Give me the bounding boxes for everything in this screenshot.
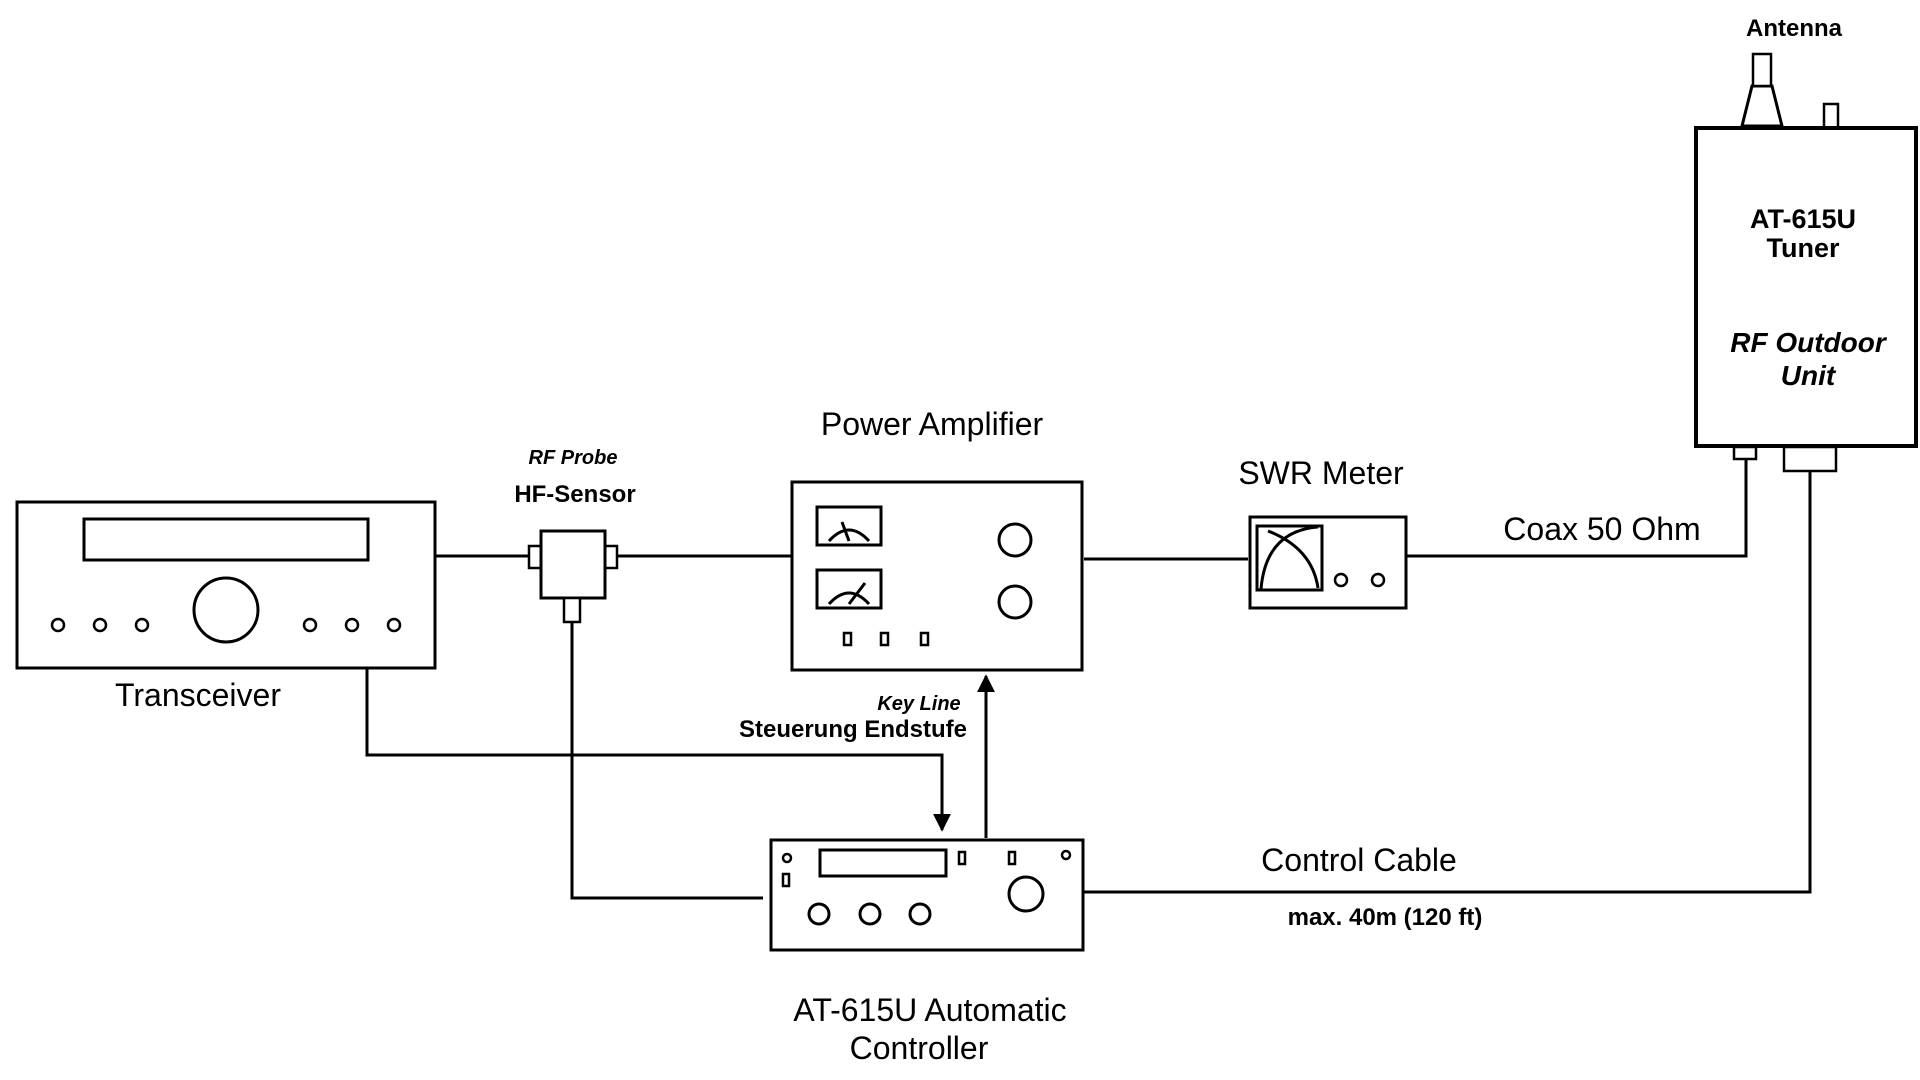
- power-amplifier-label: Power Amplifier: [821, 406, 1044, 442]
- max-length-label: max. 40m (120 ft): [1288, 904, 1483, 931]
- wire-control-cable: [1084, 470, 1812, 894]
- antenna-label: Antenna: [1746, 15, 1843, 42]
- at-615u-tuner: [1694, 52, 1918, 473]
- tuner-label-2: Tuner: [1767, 233, 1840, 263]
- transceiver-main-knob: [192, 576, 260, 644]
- controller-label-2: Controller: [850, 1030, 989, 1066]
- power-amplifier: [790, 480, 1084, 672]
- tuner-label-4: Unit: [1781, 360, 1837, 391]
- transceiver-display: [82, 517, 370, 562]
- wire-sensor-to-controller: [570, 622, 763, 900]
- coax-label: Coax 50 Ohm: [1503, 511, 1700, 547]
- amplifier-meter-1: [815, 505, 883, 547]
- hf-sensor: [527, 529, 619, 624]
- tuner-label-3: RF Outdoor: [1730, 327, 1888, 358]
- at-615u-controller: [769, 838, 1085, 952]
- swr-meter-label: SWR Meter: [1238, 455, 1404, 491]
- rf-probe-label: RF Probe: [529, 447, 618, 469]
- wire-transceiver-to-controller: [365, 667, 951, 832]
- key-line-label: Key Line: [877, 693, 960, 715]
- control-cable-label: Control Cable: [1261, 842, 1457, 878]
- controller-display: [818, 848, 948, 878]
- transceiver-label: Transceiver: [115, 677, 281, 713]
- wires: [365, 460, 1812, 900]
- controller-label-1: AT-615U Automatic: [793, 992, 1066, 1028]
- swr-meter: [1248, 515, 1408, 610]
- amplifier-knob-2: [997, 584, 1033, 620]
- wire-coax-to-tuner: [1407, 460, 1748, 558]
- transceiver: [15, 500, 437, 670]
- antenna-connector: [1740, 84, 1784, 128]
- tuner-label-1: AT-615U: [1750, 204, 1856, 234]
- amplifier-knob-1: [997, 522, 1033, 558]
- hf-sensor-label: HF-Sensor: [514, 481, 635, 508]
- steuerung-label: Steuerung Endstufe: [739, 716, 967, 743]
- controller-main-knob: [1007, 875, 1045, 913]
